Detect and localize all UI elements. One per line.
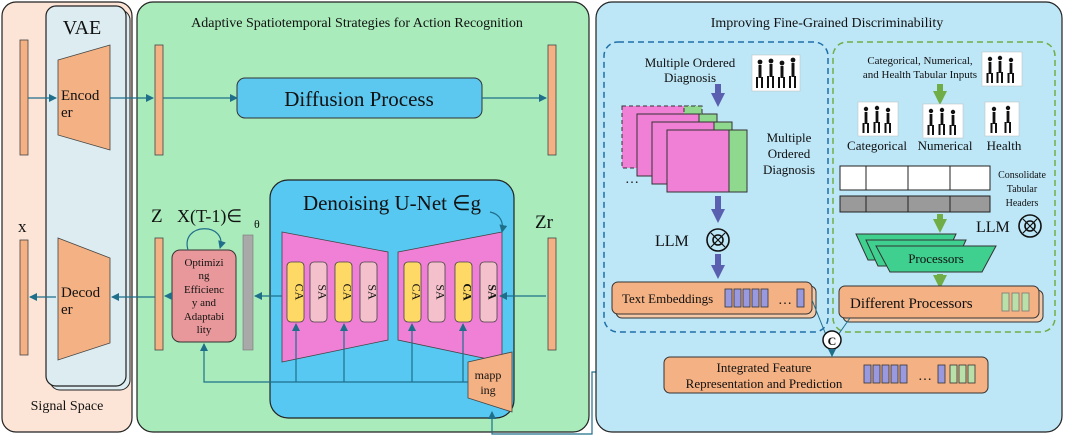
- encoder-label: Encod: [61, 88, 100, 104]
- tabular-header-1: Categorical, Numerical,: [867, 55, 973, 67]
- zr-bar: [547, 237, 557, 351]
- theta-label: θ: [254, 217, 260, 231]
- diagnosis-header-2: Diagnosis: [664, 70, 716, 85]
- signal-input-bar: [19, 39, 29, 156]
- encoder-label-2: er: [61, 105, 73, 121]
- link-processors-concat: [837, 317, 851, 336]
- latent-bar-top-left: [154, 44, 164, 156]
- gray-latent-bar: [242, 234, 254, 351]
- self-loop-arrow: [186, 228, 226, 251]
- mapping-line-1: mapp: [475, 368, 502, 382]
- different-processors-label: Different Processors: [850, 296, 973, 312]
- fine-grained-title: Improving Fine-Grained Discriminability: [711, 16, 944, 31]
- integrated-cells: [863, 364, 976, 384]
- block-sa-1: SA: [309, 261, 330, 323]
- optimizing-line-3: Efficienc: [184, 284, 224, 296]
- signal-output-bar: [19, 239, 29, 356]
- signal-space-title: Signal Space: [31, 399, 104, 414]
- mapping-shape: [467, 351, 513, 413]
- consolidate-line-1: Consolidate: [998, 170, 1046, 181]
- health-label: Health: [987, 138, 1022, 153]
- optimizing-line-1: Optimizi: [184, 257, 223, 269]
- optimizing-line-2: ng: [199, 270, 211, 282]
- arrow-g-input: [489, 211, 508, 233]
- concat-label: C: [828, 334, 837, 348]
- optimizing-line-4: y and: [192, 297, 217, 309]
- diagnosis-side-2: Ordered: [768, 146, 811, 161]
- link-embeddings-concat: [811, 299, 827, 336]
- xt-label: X(T-1)∈: [177, 206, 242, 227]
- tabular-header-2: and Health Tabular Inputs: [863, 69, 977, 81]
- diffusion-process-label: Diffusion Process: [284, 87, 434, 111]
- z-label: Z: [151, 206, 163, 227]
- svg-text:CA: CA: [293, 284, 307, 301]
- latent-bar-top-right: [547, 44, 557, 156]
- svg-text:CA: CA: [461, 283, 475, 301]
- consolidate-line-2: Tabular: [1007, 184, 1038, 195]
- categorical-label: Categorical: [847, 138, 907, 153]
- processors-label: Processors: [908, 251, 964, 266]
- optimizing-line-5: Adaptabi: [184, 311, 224, 323]
- people-icon-tabular: [981, 51, 1023, 87]
- svg-text:CA: CA: [410, 284, 424, 301]
- encoder-shape: [57, 44, 111, 151]
- consolidate-line-3: Headers: [1006, 198, 1039, 209]
- block-ca-3: CA: [403, 261, 424, 323]
- vae-title: VAE: [63, 17, 102, 39]
- block-sa-4: SA: [479, 261, 500, 323]
- optimizing-line-6: lity: [197, 324, 212, 336]
- diagnosis-header-1: Multiple Ordered: [645, 55, 736, 70]
- numerical-label: Numerical: [918, 138, 973, 153]
- diagnosis-llm-label: LLM: [655, 233, 689, 250]
- adaptive-title: Adaptive Spatiotemporal Strategies for A…: [191, 16, 523, 31]
- z-bar: [154, 237, 164, 351]
- svg-text:SA: SA: [366, 284, 380, 300]
- map-arrow-optimizing: [200, 343, 296, 383]
- decoder-label-2: er: [61, 302, 73, 318]
- diagnosis-cards: [621, 105, 748, 193]
- text-embeddings-label: Text Embeddings: [622, 291, 713, 306]
- block-ca-2: CA: [334, 261, 355, 323]
- processors-stack: [855, 233, 997, 273]
- people-icon-health: [984, 101, 1020, 137]
- block-ca-1: CA: [286, 261, 307, 323]
- integrated-ellipsis: …: [918, 369, 932, 384]
- openai-icon-tabular: [1018, 214, 1042, 238]
- unet-title: Denoising U-Net ∈g: [303, 191, 482, 215]
- signal-x-label: x: [18, 217, 27, 236]
- diagnosis-side-1: Multiple: [767, 130, 812, 145]
- embedding-cells: [724, 288, 805, 308]
- integrated-line-1: Integrated Feature: [717, 360, 812, 375]
- svg-text:SA: SA: [316, 284, 330, 300]
- diagnosis-side-3: Diagnosis: [763, 162, 815, 177]
- embedding-ellipsis: …: [778, 293, 792, 308]
- decoder-label: Decod: [61, 285, 101, 301]
- different-processors-box: [838, 285, 1040, 319]
- block-ca-4: CA: [454, 261, 475, 323]
- zr-label: Zr: [535, 212, 554, 233]
- openai-icon-diagnosis: [706, 228, 730, 252]
- integrated-line-2: Representation and Prediction: [686, 376, 843, 391]
- svg-text:SA: SA: [486, 284, 500, 300]
- people-icon-diagnosis: [751, 54, 801, 92]
- block-sa-2: SA: [359, 261, 380, 323]
- svg-text:SA: SA: [434, 284, 448, 300]
- processor-cells: [1001, 292, 1030, 312]
- unet-panel: [269, 179, 515, 419]
- block-sa-3: SA: [427, 261, 448, 323]
- decoder-shape: [57, 237, 111, 361]
- tabular-llm-label: LLM: [976, 219, 1010, 236]
- cards-ellipsis: …: [625, 172, 639, 187]
- people-icon-numerical: [922, 103, 964, 139]
- tabular-header-table: [839, 165, 991, 213]
- svg-text:CA: CA: [341, 284, 355, 301]
- people-icon-categorical: [857, 101, 899, 137]
- mapping-line-2: ing: [480, 383, 495, 397]
- diagnosis-subpanel: [603, 41, 829, 333]
